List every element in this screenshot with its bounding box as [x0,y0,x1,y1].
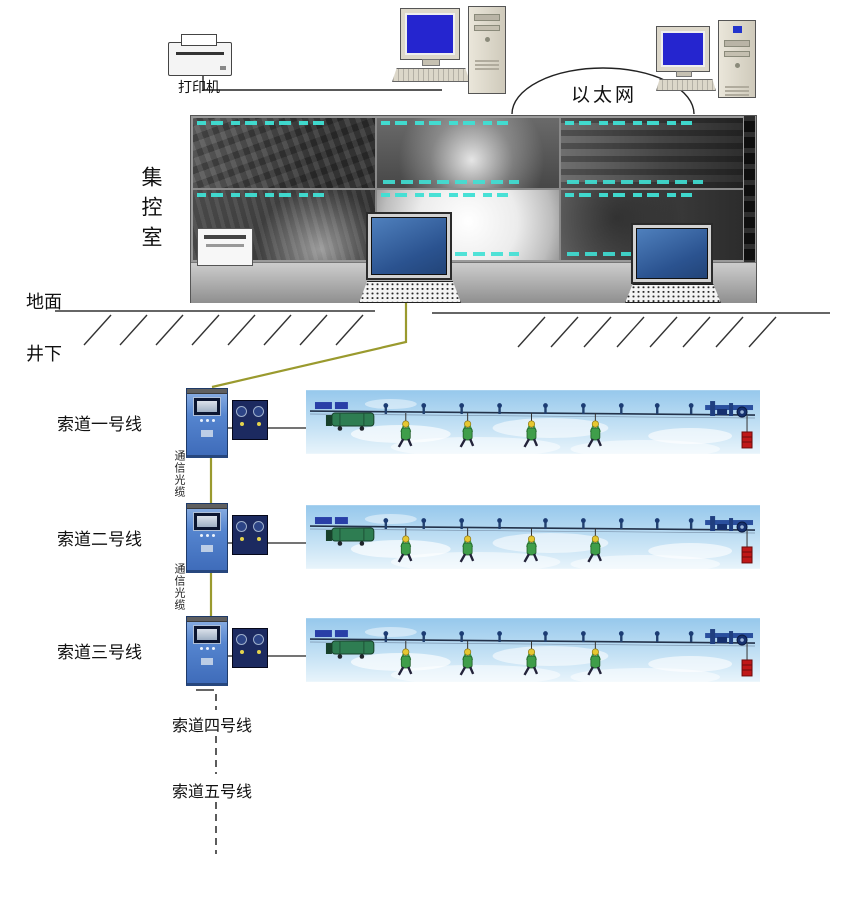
indicator-dot [256,650,261,654]
control-cabinet-2 [186,503,228,573]
cabinet-screen [193,512,221,531]
cabinet-tag [201,545,213,552]
power-button [484,37,490,42]
cableway-line-label-3: 索道三号线 [57,643,142,662]
tower-vents [475,58,499,70]
workstation-keyboard-2 [625,284,721,303]
camera-feed-3 [561,118,743,188]
printer-button [220,66,226,70]
camera-feed-2 [377,118,559,188]
cableway-scene-3 [306,618,760,682]
workstation-monitor-1 [366,212,452,280]
indicator-dot [239,422,244,426]
cabinet-buttons [187,534,227,537]
keyboard-icon [656,79,716,91]
remote-computer-icon [656,20,756,98]
ethernet-cloud-arc [511,67,695,115]
workstation-monitor-2 [631,223,713,284]
cableway-line-label-2: 索道二号线 [57,530,142,549]
printer-to-computer-line [202,74,442,91]
control-room-label: 集控室 [139,166,163,256]
computer-tower-icon [718,20,756,98]
monitor-screen [405,13,455,55]
power-button [734,63,740,68]
gland-port [236,521,247,532]
cabinet-buttons [187,647,227,650]
junction-box-1 [232,400,268,440]
optical-cable-lines [209,301,408,616]
cableway-line-label-1: 索道一号线 [57,415,142,434]
cabinet-buttons [187,419,227,422]
cabinet-cap [187,504,227,509]
drive-bay [724,40,750,47]
cableway-line-label-5: 索道五号线 [171,784,252,801]
monitor-icon [656,26,710,72]
indicator-dot [239,650,244,654]
control-cabinet-1 [186,388,228,458]
indicator-dot [256,422,261,426]
cableway-scene-2 [306,505,760,569]
ground-surface-label: 地面 [26,292,62,312]
ground-hatching-right [517,316,777,348]
tower-badge [732,26,742,33]
monitor-screen [661,31,705,67]
cabinet-cap [187,389,227,394]
drive-bay [474,14,500,21]
cableway-scene-1 [306,390,760,454]
gland-port [253,521,264,532]
workstation-keyboard-1 [359,281,461,303]
junction-box-3 [232,628,268,668]
printer-slot [176,52,224,55]
printer-label: 打印机 [178,81,220,96]
comm-cable-label-2: 通信光缆 [173,563,185,611]
gland-port [236,634,247,645]
cabinet-tag [201,658,213,665]
cabinet-screen [193,397,221,416]
tower-vents [725,84,749,96]
cabinet-screen [193,625,221,644]
cabinet-cap [187,617,227,622]
underground-label: 井下 [26,344,62,364]
monitor-stand [422,59,440,66]
main-computer-icon [392,6,506,94]
wall-side-panel [744,116,755,262]
control-cabinet-3 [186,616,228,686]
monitor-screen [371,217,447,275]
ground-surface-lines [55,310,830,314]
drive-bay [474,25,500,31]
camera-feed-1 [193,118,375,188]
drive-bay [724,51,750,57]
monitor-stand [676,71,692,77]
extension-dashed-lines [196,689,217,854]
computer-tower-icon [468,6,506,94]
comm-cable-label-1: 通信光缆 [173,450,185,498]
gland-port [253,406,264,417]
keyboard-icon [392,68,470,82]
printer-icon [168,34,232,76]
ethernet-label: 以太网 [570,85,637,106]
indicator-dot [256,537,261,541]
ground-hatching-left [83,314,364,346]
console-printer-icon [197,228,253,266]
cableway-line-label-4: 索道四号线 [171,718,252,735]
monitor-screen [636,228,708,279]
gland-port [253,634,264,645]
junction-box-2 [232,515,268,555]
printer-slot [204,235,246,239]
printer-paper [181,34,217,46]
cabinet-tag [201,430,213,437]
printer-tray [206,244,244,247]
indicator-dot [239,537,244,541]
gland-port [236,406,247,417]
monitor-icon [400,8,460,60]
